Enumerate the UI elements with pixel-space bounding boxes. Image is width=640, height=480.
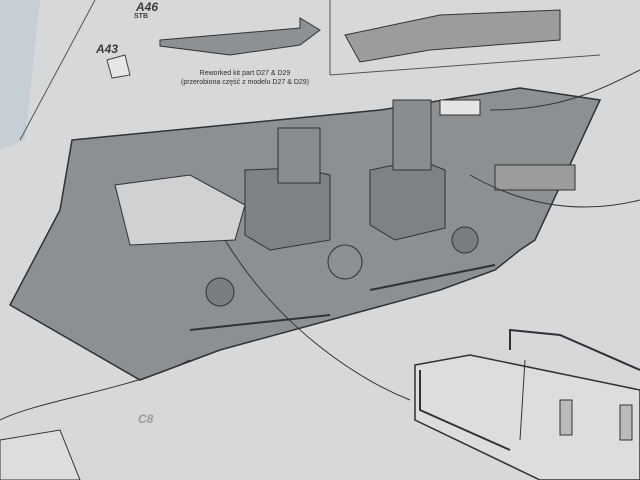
part-label-c8: C8 xyxy=(138,412,154,426)
caption-line-2: (przerobiona część z modelu D27 & D29) xyxy=(180,79,309,86)
part-label-a46: A46 xyxy=(136,0,159,14)
reworked-part-caption: Reworked kit part D27 & D29 (przerobiona… xyxy=(160,69,330,87)
part-label-a43: A43 xyxy=(96,42,119,56)
bracket-part-drawing xyxy=(414,354,640,480)
reworked-part-drawing xyxy=(159,17,321,56)
part-label-stb: STB xyxy=(134,13,148,20)
caption-line-1: Reworked kit part D27 & D29 xyxy=(199,70,291,77)
